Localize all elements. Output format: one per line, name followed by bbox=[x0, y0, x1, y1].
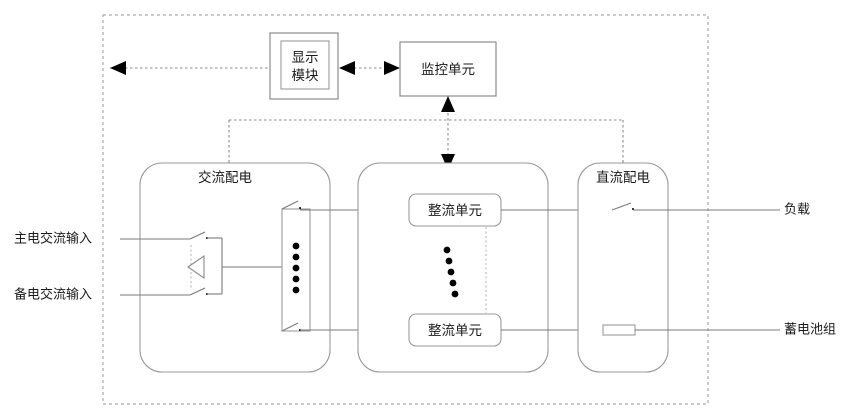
monitor-down-arrowhead-icon bbox=[441, 154, 455, 170]
dc-distribution-container[interactable] bbox=[577, 162, 669, 373]
monitor-unit-label: 监控单元 bbox=[421, 62, 475, 78]
rectifier-dot-5 bbox=[451, 290, 459, 298]
ac-distribution-label: 交流配电 bbox=[198, 169, 252, 186]
display-module-inner-box bbox=[280, 40, 330, 90]
rectifier-dot-2 bbox=[445, 257, 453, 265]
ac-busbar-dot-1 bbox=[292, 242, 300, 250]
display-monitor-right-arrowhead-icon bbox=[384, 61, 400, 75]
rectifier-dot-3 bbox=[447, 268, 455, 276]
ac-busbar-dot-2 bbox=[292, 253, 300, 261]
dc-load-breaker-contact bbox=[611, 202, 632, 211]
backup-ac-input-label: 备电交流输入 bbox=[14, 287, 92, 303]
main-ac-input-label: 主电交流输入 bbox=[14, 231, 92, 247]
transfer-switch-triangle-icon bbox=[187, 254, 205, 280]
ac-busbar-dot-4 bbox=[292, 275, 300, 283]
rectifier-unit-bottom-label: 整流单元 bbox=[428, 323, 482, 339]
ac-busbar-dot-3 bbox=[292, 264, 300, 272]
display-module-label-line1: 显示 bbox=[292, 50, 319, 66]
dc-battery-fuse-icon bbox=[602, 324, 636, 336]
rectifier-dot-1 bbox=[443, 246, 451, 254]
monitor-up-arrowhead-icon bbox=[441, 96, 455, 112]
ac-breaker-node-top bbox=[299, 207, 301, 209]
ac-busbar-dot-5 bbox=[292, 286, 300, 294]
transfer-switch-contact-top bbox=[189, 231, 206, 240]
monitor-unit-box[interactable] bbox=[399, 41, 497, 97]
load-label: 负载 bbox=[784, 203, 810, 218]
ac-breaker-contact-top bbox=[281, 200, 299, 210]
display-module-label-line2: 模块 bbox=[292, 68, 319, 84]
transfer-switch-contact-bottom bbox=[189, 287, 206, 296]
battery-pack-label: 蓄电池组 bbox=[784, 323, 836, 338]
ac-breaker-contact-bottom bbox=[281, 322, 299, 332]
rectifier-dot-4 bbox=[449, 279, 457, 287]
display-output-arrowhead-icon bbox=[110, 61, 126, 75]
rectifier-unit-top-label: 整流单元 bbox=[428, 203, 482, 219]
display-monitor-left-arrowhead-icon bbox=[339, 61, 355, 75]
dc-distribution-label: 直流配电 bbox=[596, 170, 650, 186]
